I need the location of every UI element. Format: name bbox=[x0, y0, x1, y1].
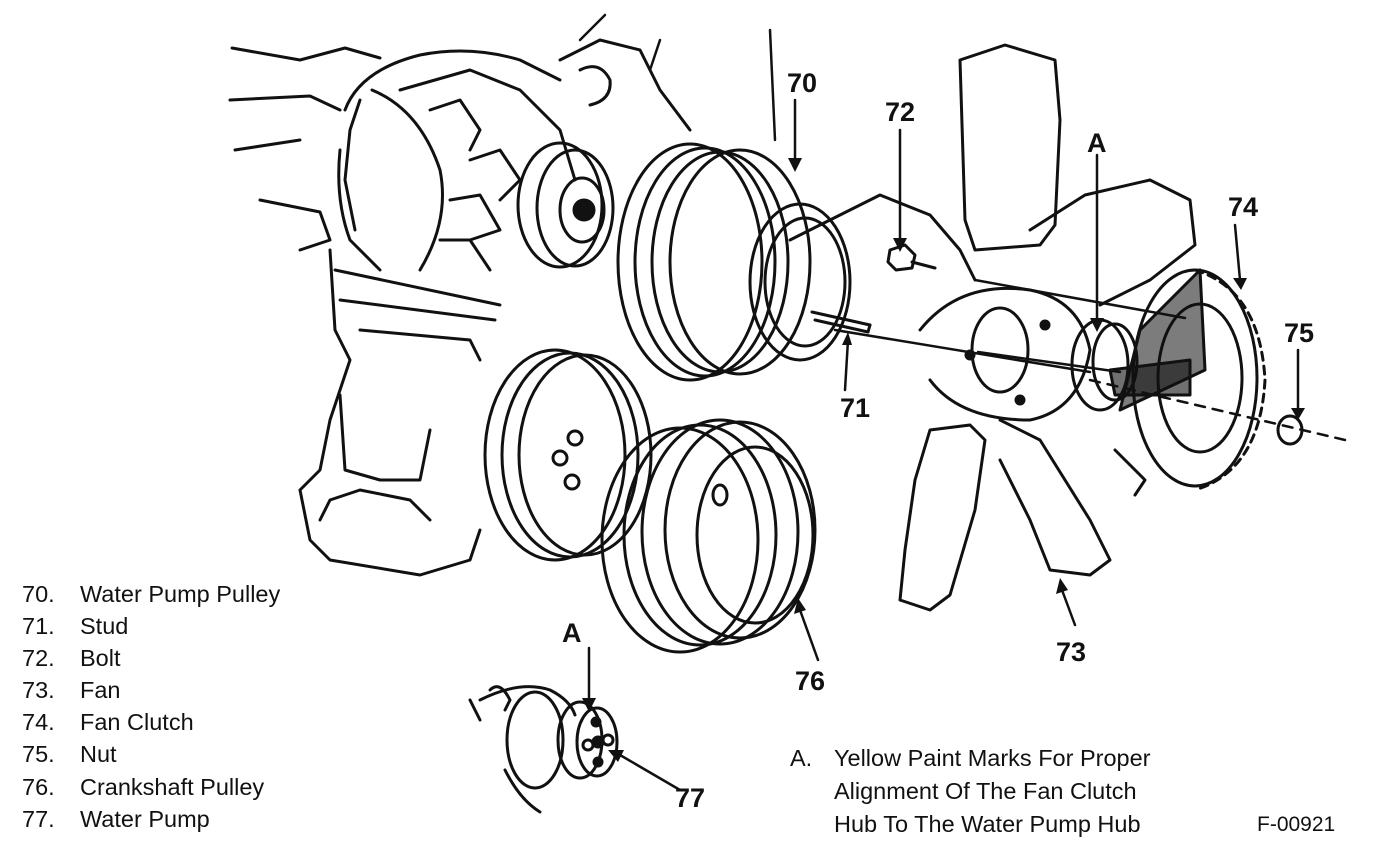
legend-item: 71. Stud bbox=[22, 610, 280, 642]
legend-item: 74. Fan Clutch bbox=[22, 706, 280, 738]
legend-label: Bolt bbox=[80, 645, 121, 672]
legend-label: Nut bbox=[80, 741, 117, 768]
leader-lines bbox=[578, 13, 1300, 792]
callout-72: 72 bbox=[885, 97, 916, 127]
callout-75: 75 bbox=[1284, 318, 1315, 348]
legend-number: 77. bbox=[22, 805, 55, 832]
legend-label: Crankshaft Pulley bbox=[80, 773, 265, 800]
note-line-3: Hub To The Water Pump Hub bbox=[834, 811, 1141, 837]
callout-70: 70 bbox=[787, 68, 818, 98]
alternator-pulley bbox=[516, 141, 615, 269]
figure-code: F-00921 bbox=[1257, 813, 1336, 836]
legend-number: 74. bbox=[22, 709, 55, 736]
water-pump-pulley bbox=[616, 142, 852, 382]
legend-number: 73. bbox=[22, 677, 55, 704]
callout-76: 76 bbox=[795, 666, 826, 696]
note-line-2: Alignment Of The Fan Clutch bbox=[834, 778, 1137, 804]
engine-block bbox=[228, 46, 502, 577]
legend-item: 72. Bolt bbox=[22, 642, 280, 674]
bolt bbox=[886, 243, 937, 272]
note-key: A. bbox=[790, 745, 813, 771]
legend-number: 71. bbox=[22, 613, 55, 640]
callout-77: 77 bbox=[675, 783, 706, 813]
stud bbox=[810, 310, 872, 334]
alignment-note: A. Yellow Paint Marks For Proper Alignmen… bbox=[790, 742, 1151, 841]
legend-label: Water Pump Pulley bbox=[80, 581, 281, 607]
legend-label: Fan bbox=[80, 677, 121, 704]
arrow-heads bbox=[582, 158, 1305, 762]
legend-label: Stud bbox=[80, 613, 129, 640]
note-line-1: Yellow Paint Marks For Proper bbox=[834, 745, 1151, 771]
legend-item: 73. Fan bbox=[22, 674, 280, 706]
legend-item: 76. Crankshaft Pulley bbox=[22, 771, 280, 803]
legend-item: 70. Water Pump Pulley bbox=[22, 578, 280, 610]
legend-number: 70. bbox=[22, 581, 55, 607]
water-pump-inset bbox=[468, 685, 619, 814]
legend-label: Fan Clutch bbox=[80, 709, 194, 736]
alternator bbox=[337, 38, 692, 272]
callout-a-inset: A bbox=[562, 618, 582, 648]
legend-number: 75. bbox=[22, 741, 55, 768]
alignment-axis-lines bbox=[833, 278, 1347, 442]
fan bbox=[788, 43, 1197, 612]
legend-label: Water Pump bbox=[80, 805, 210, 832]
legend-item: 77. Water Pump bbox=[22, 803, 280, 835]
legend-number: 72. bbox=[22, 645, 55, 672]
legend-number: 76. bbox=[22, 773, 55, 800]
parts-legend: 70. Water Pump Pulley 71. Stud 72. Bolt 73.… bbox=[22, 578, 280, 835]
callout-73: 73 bbox=[1056, 637, 1087, 667]
callout-71: 71 bbox=[840, 393, 871, 423]
crankshaft-pulley-upper bbox=[483, 348, 653, 562]
legend-item: 75. Nut bbox=[22, 738, 280, 770]
callout-74: 74 bbox=[1228, 192, 1259, 222]
nut bbox=[1276, 414, 1304, 446]
crankshaft-pulley bbox=[600, 418, 817, 654]
callout-a-top: A bbox=[1087, 128, 1107, 158]
